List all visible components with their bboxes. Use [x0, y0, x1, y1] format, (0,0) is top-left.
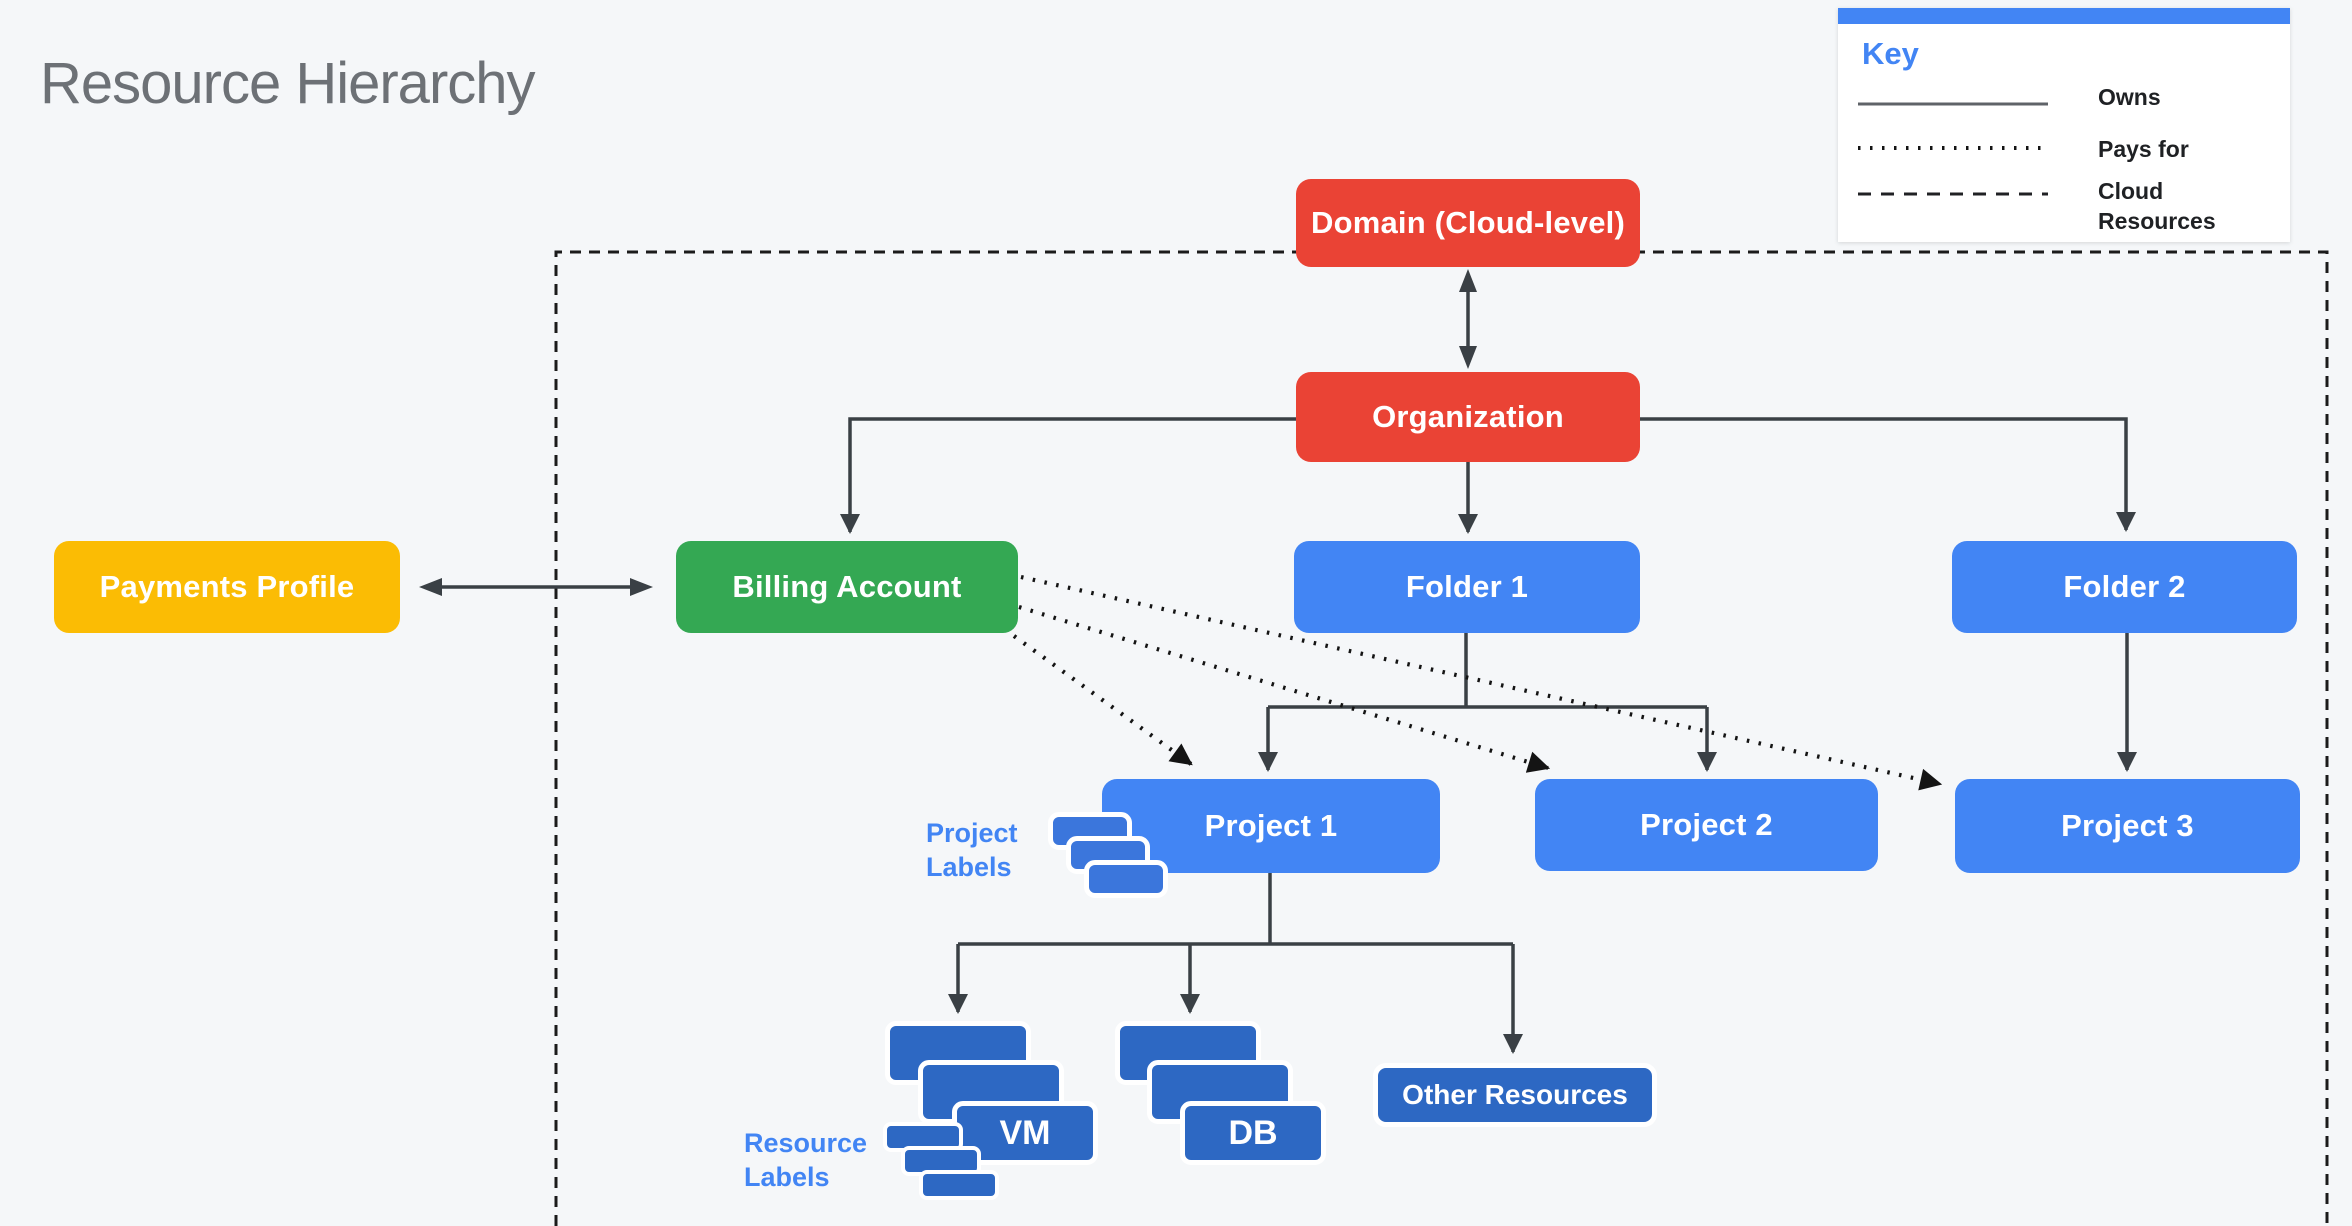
- legend-title: Key: [1862, 36, 1919, 71]
- legend-label-cloud-resources: Cloud Resources: [2098, 178, 2216, 234]
- legend-label-owns: Owns: [2098, 84, 2161, 110]
- node-project-1-label: Project 1: [1204, 808, 1338, 843]
- resource-labels-line2: Labels: [744, 1162, 830, 1192]
- node-db-label: DB: [1228, 1113, 1278, 1152]
- node-folder-1: Folder 1: [1294, 541, 1640, 633]
- legend-label-pays-for: Pays for: [2098, 136, 2189, 162]
- project-labels-card: [1084, 860, 1168, 898]
- legend-line-pays-for: [1858, 146, 2048, 150]
- pays-for-connectors: [1012, 574, 1943, 791]
- node-payments-profile: Payments Profile: [54, 541, 400, 633]
- connector-organization-folder2: [1640, 417, 2136, 532]
- node-project-3: Project 3: [1955, 779, 2300, 873]
- node-other-resources-label: Other Resources: [1402, 1079, 1628, 1110]
- node-db: DB: [1180, 1101, 1326, 1165]
- connector-billing-project3: [1020, 574, 1943, 791]
- page-title: Resource Hierarchy: [40, 51, 536, 116]
- node-folder-2: Folder 2: [1952, 541, 2297, 633]
- node-payments-profile-label: Payments Profile: [99, 569, 355, 604]
- node-project-1: Project 1: [1102, 779, 1440, 873]
- node-domain: Domain (Cloud-level): [1296, 179, 1640, 267]
- project-labels-line1: Project: [926, 818, 1018, 848]
- legend-panel: Key Owns Pays for Cloud Resources: [1838, 8, 2290, 242]
- resource-labels-line1: Resource: [744, 1128, 868, 1158]
- arrowhead-left-payments: [419, 578, 442, 596]
- connector-billing-project2: [1018, 604, 1551, 773]
- connector-folder1-stem: [1268, 633, 1707, 709]
- arrowhead-up-domain: [1459, 269, 1477, 292]
- node-billing-account-label: Billing Account: [732, 569, 962, 604]
- node-folder-2-label: Folder 2: [2063, 569, 2186, 604]
- node-project-2-label: Project 2: [1640, 807, 1773, 842]
- node-project-3-label: Project 3: [2061, 808, 2194, 843]
- cloud-resources-boundary: [554, 250, 2329, 1226]
- double-arrowheads: [419, 269, 1477, 596]
- node-folder-1-label: Folder 1: [1405, 569, 1529, 604]
- legend-line-cloud-resources: [1858, 192, 2048, 196]
- resource-labels-card: [919, 1170, 999, 1200]
- node-organization: Organization: [1296, 372, 1640, 462]
- node-project-2: Project 2: [1535, 779, 1878, 871]
- legend-line-owns: [1858, 102, 2048, 106]
- node-organization-label: Organization: [1372, 399, 1564, 434]
- project-labels-annotation: Project Labels: [926, 816, 1018, 884]
- node-billing-account: Billing Account: [676, 541, 1018, 633]
- resource-labels-annotation: Resource Labels: [744, 1126, 867, 1194]
- connector-project1-stem: [958, 873, 1513, 946]
- connector-organization-billing: [840, 417, 1296, 534]
- legend-accent-bar: [1838, 8, 2290, 24]
- project-labels-line2: Labels: [926, 852, 1012, 882]
- node-domain-label: Domain (Cloud-level): [1310, 205, 1625, 240]
- connector-billing-project1: [1012, 634, 1193, 766]
- arrowhead-right-billing: [630, 578, 653, 596]
- node-vm-label: VM: [999, 1113, 1051, 1152]
- node-other-resources: Other Resources: [1373, 1063, 1657, 1127]
- arrowhead-down-organization: [1459, 346, 1477, 369]
- owns-connectors: [432, 280, 2137, 1054]
